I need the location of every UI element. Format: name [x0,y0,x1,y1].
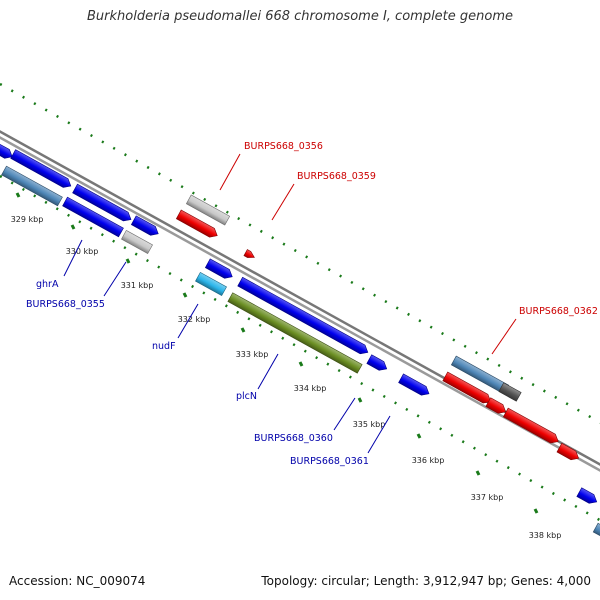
tick-label: 332 kbp [178,315,211,324]
accession-text: Accession: NC_009074 [9,574,146,588]
tick-label: 333 kbp [236,350,269,359]
gene-label-leader [103,261,127,297]
tick-label: 336 kbp [412,456,445,465]
gene-label[interactable]: BURPS668_0361 [290,456,369,467]
gene-bar[interactable] [0,138,15,161]
gene-feature[interactable] [121,229,153,255]
gene-feature[interactable] [576,487,599,506]
gene-feature[interactable] [195,271,227,297]
gene-feature[interactable] [62,196,124,238]
gene-label[interactable]: plcN [236,391,257,402]
gene-feature[interactable] [398,373,432,398]
gene-bar[interactable] [175,209,219,240]
gene-label-leader [491,318,517,355]
tick-label: 337 kbp [471,493,504,502]
gene-bar[interactable] [185,194,231,226]
tick-mark [125,258,131,264]
gene-feature[interactable] [227,292,363,374]
gene-feature[interactable] [556,442,581,462]
tick-mark [182,292,188,298]
gene-label-leader [257,353,279,390]
gene-bar[interactable] [592,522,600,538]
tick-mark [15,192,21,198]
gene-feature[interactable] [237,276,371,357]
outer-tick-track [0,82,600,424]
gene-label[interactable]: BURPS668_0359 [297,171,376,182]
gene-bar[interactable] [1,165,63,207]
gene-feature[interactable] [10,149,74,191]
gene-feature[interactable] [442,371,493,406]
tick-label: 329 kbp [11,215,44,224]
gene-label-leader [271,183,295,221]
tick-label: 331 kbp [121,281,154,290]
gene-bar[interactable] [227,292,363,374]
gene-feature[interactable] [175,209,219,240]
gene-feature[interactable] [243,249,256,261]
gene-bar[interactable] [556,442,581,462]
gene-feature[interactable] [498,382,522,402]
tick-label: 335 kbp [353,420,386,429]
gene-feature[interactable] [72,183,134,224]
map-title: Burkholderia pseudomallei 668 chromosome… [86,9,514,24]
gene-bar[interactable] [130,215,160,238]
tick-label: 330 kbp [66,247,99,256]
tick-mark [70,224,76,230]
gene-feature[interactable] [130,215,160,238]
gene-bar[interactable] [576,487,599,506]
gene-feature[interactable] [0,138,15,161]
gene-bar[interactable] [502,407,560,446]
tick-mark [533,508,539,514]
gene-label[interactable]: ghrA [36,279,59,290]
inner-tick-track [0,174,600,522]
gene-label-leader [333,397,356,431]
gene-label-leader [367,415,391,454]
gene-label[interactable]: BURPS668_0362 [519,306,598,317]
tick-mark [357,397,363,403]
gene-bar[interactable] [204,258,234,281]
gene-feature[interactable] [502,407,560,446]
gene-bar[interactable] [195,271,227,297]
tick-mark [475,470,481,476]
gene-label-leader [219,153,241,191]
tick-mark [240,327,246,333]
gene-bar[interactable] [398,373,432,398]
tick-label: 334 kbp [294,384,327,393]
gene-label-leader [177,303,199,339]
gene-bar[interactable] [10,149,74,191]
gene-label[interactable]: BURPS668_0360 [254,433,333,444]
gene-label[interactable]: nudF [152,341,176,352]
gene-feature[interactable] [204,258,234,281]
gene-bar[interactable] [237,276,371,357]
gene-feature[interactable] [366,354,389,373]
gene-feature[interactable] [185,194,231,226]
gene-feature[interactable] [1,165,63,207]
gene-bar[interactable] [485,397,508,416]
gene-bar[interactable] [498,382,522,402]
topology-text: Topology: circular; Length: 3,912,947 bp… [261,574,591,588]
gene-bar[interactable] [243,249,256,261]
gene-feature[interactable] [592,522,600,538]
gene-bar[interactable] [62,196,124,238]
gene-bar[interactable] [442,371,493,406]
gene-label-leader [63,239,83,277]
gene-bar[interactable] [72,183,134,224]
tick-mark [298,361,304,367]
gene-label[interactable]: BURPS668_0355 [26,299,105,310]
gene-label[interactable]: BURPS668_0356 [244,141,323,152]
gene-bar[interactable] [366,354,389,373]
tick-mark [416,433,422,439]
gene-bar[interactable] [121,229,153,255]
tick-label: 338 kbp [529,531,562,540]
gene-feature[interactable] [485,397,508,416]
